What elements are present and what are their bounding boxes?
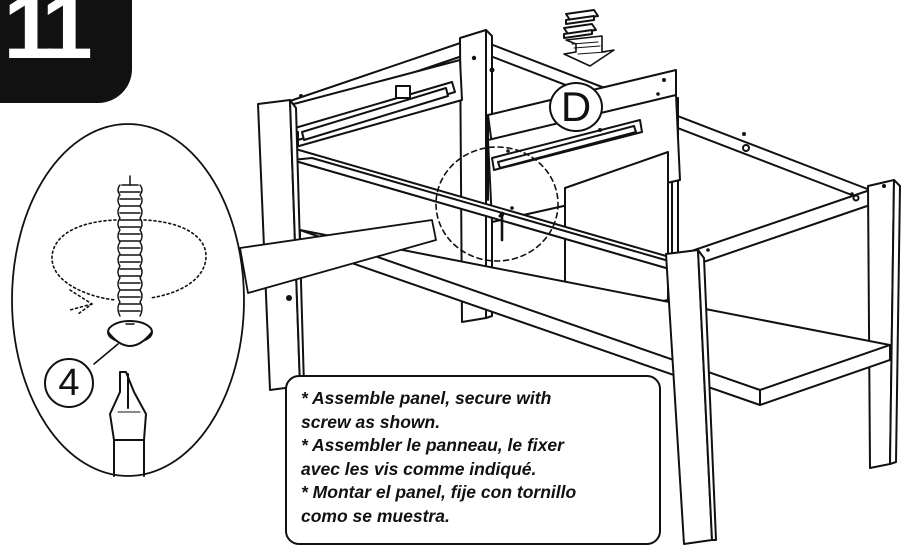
instruction-box: * Assemble panel, secure with screw as s… bbox=[285, 375, 661, 545]
desk-frame bbox=[257, 29, 901, 545]
rotation-arrow-icon bbox=[51, 219, 207, 315]
down-arrow-icon bbox=[563, 9, 615, 67]
instruction-line: como se muestra. bbox=[301, 505, 450, 526]
instruction-line: * Montar el panel, fije con tornillo bbox=[301, 482, 577, 502]
instruction-line: * Assembler le panneau, le fixer bbox=[301, 435, 564, 455]
screw-icon bbox=[93, 175, 153, 365]
instruction-line: * Assemble panel, secure with bbox=[301, 388, 552, 408]
screw-part-label: 4 bbox=[44, 358, 94, 408]
instruction-line: screw as shown. bbox=[301, 411, 441, 432]
step-number: 11 bbox=[3, 0, 92, 78]
screwdriver-icon bbox=[109, 371, 147, 477]
detail-highlight-circle bbox=[435, 146, 559, 262]
step-number-badge: 11 bbox=[0, 0, 132, 103]
instruction-line: avec les vis comme indiqué. bbox=[301, 458, 537, 479]
part-d-label: D bbox=[549, 82, 603, 132]
